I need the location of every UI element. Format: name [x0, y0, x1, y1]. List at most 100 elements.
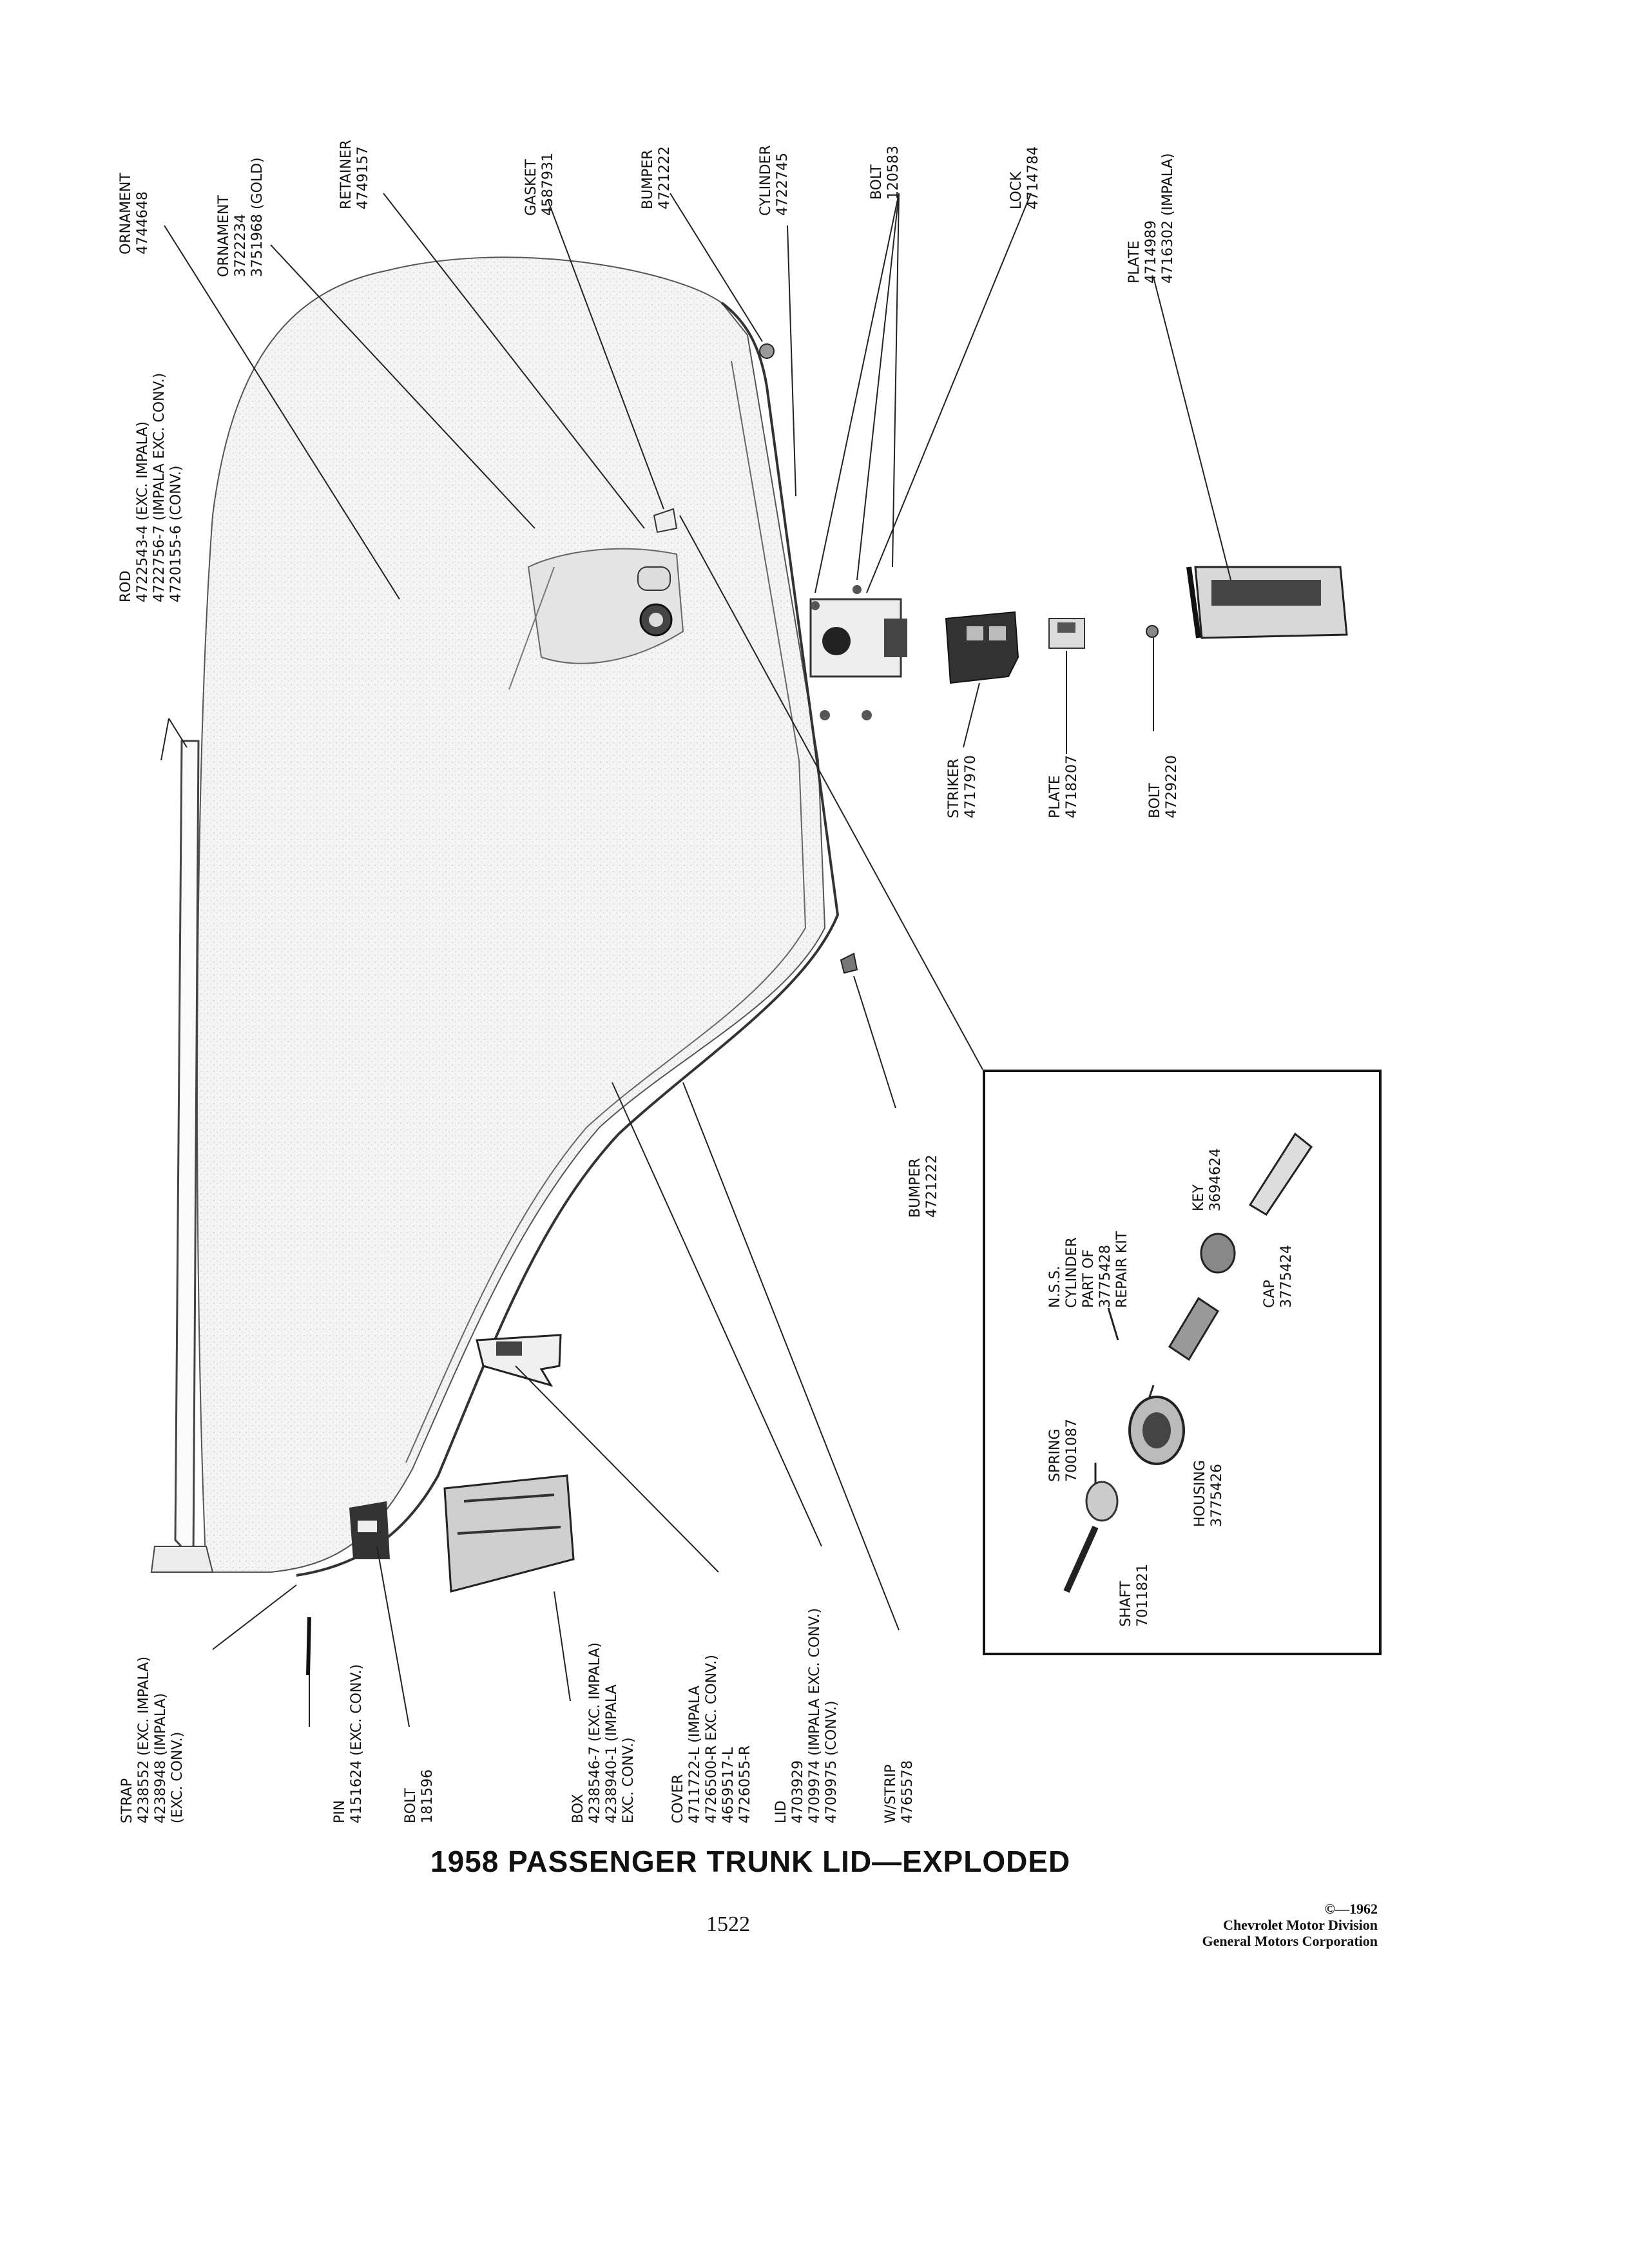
callout-line: PLATE — [1047, 775, 1063, 818]
callout-strap: STRAP 4238552 (EXC. IMPALA) 4238948 (IMP… — [119, 1657, 186, 1823]
bumper-top-part — [759, 343, 775, 359]
callout-line: 4714784 — [1025, 146, 1041, 209]
callout-line: 4717970 — [963, 755, 979, 818]
callout-line: 4238948 (IMPALA) — [153, 1693, 169, 1823]
callout-line: 7011821 — [1135, 1564, 1151, 1627]
callout-line: 3775426 — [1209, 1464, 1225, 1527]
callout-line: PART OF — [1081, 1249, 1097, 1308]
callout-line: 4749157 — [355, 146, 371, 209]
cover-part — [476, 1334, 562, 1387]
callout-line: BOX — [570, 1794, 586, 1823]
callout-line: 4744648 — [135, 191, 151, 255]
callout-key: KEY 3694624 — [1191, 1148, 1224, 1211]
callout-line: BUMPER — [640, 149, 656, 209]
callout-line: 4703929 — [790, 1760, 806, 1823]
callout-ornament-2: ORNAMENT 3722234 3751968 (GOLD) — [216, 157, 266, 277]
callout-line: 4714989 — [1143, 220, 1159, 284]
callout-retainer: RETAINER 4749157 — [338, 140, 372, 209]
plate-right-part — [1186, 566, 1348, 639]
callout-line: CAP — [1262, 1280, 1278, 1308]
callout-lid: LID 4703929 4709974 (IMPALA EXC. CONV.) … — [773, 1608, 840, 1823]
callout-line: SPRING — [1047, 1428, 1063, 1482]
callout-line: 181596 — [419, 1769, 436, 1823]
callout-gasket: GASKET 4587931 — [523, 153, 557, 216]
page-number: 1522 — [706, 1912, 750, 1936]
callout-line: GASKET — [523, 159, 539, 216]
leader-lines — [160, 193, 1231, 1727]
callout-line: BOLT — [869, 164, 885, 200]
callout-line: 4716302 (IMPALA) — [1160, 153, 1176, 284]
callout-line: SHAFT — [1118, 1581, 1134, 1627]
callout-line: 4238546-7 (EXC. IMPALA) — [587, 1642, 603, 1823]
callout-nss: N.S.S. CYLINDER PART OF 3775428 REPAIR K… — [1047, 1231, 1131, 1308]
callout-line: 4722756-7 (IMPALA EXC. CONV.) — [151, 372, 168, 602]
credit-line: Chevrolet Motor Division — [1223, 1917, 1378, 1933]
callout-line: 4238940-1 (IMPALA — [604, 1684, 620, 1823]
gasket-part — [653, 508, 678, 533]
callout-line: 4722745 — [775, 153, 791, 216]
callout-line: ORNAMENT — [216, 195, 232, 277]
callout-line: ROD — [118, 570, 134, 602]
callout-spring: SPRING 7001087 — [1047, 1419, 1081, 1482]
callout-line: STRAP — [119, 1778, 135, 1823]
callout-box: BOX 4238546-7 (EXC. IMPALA) 4238940-1 (I… — [570, 1642, 637, 1823]
bolt-bottom-part — [349, 1501, 390, 1559]
callout-housing: HOUSING 3775426 — [1192, 1460, 1226, 1527]
callout-line: 3775428 — [1097, 1245, 1113, 1308]
callout-rod: ROD 4722543-4 (EXC. IMPALA) 4722756-7 (I… — [118, 373, 185, 602]
callout-bolt-top: BOLT 120583 — [869, 146, 902, 200]
callout-bumper-mid: BUMPER 4721222 — [907, 1155, 941, 1218]
callout-line: (EXC. CONV.) — [169, 1731, 186, 1823]
credit-line: ©—1962 — [1324, 1901, 1378, 1917]
callout-line: 4659517-L — [720, 1747, 737, 1823]
callout-line: 7001087 — [1064, 1419, 1080, 1482]
plate-mid-part — [1048, 618, 1085, 649]
callout-line: 4709974 (IMPALA EXC. CONV.) — [807, 1608, 823, 1823]
callout-line: 4765578 — [900, 1760, 916, 1823]
page-title: 1958 PASSENGER TRUNK LID—EXPLODED — [430, 1845, 1071, 1878]
strap-part — [150, 740, 214, 1573]
callout-line: 4718207 — [1064, 755, 1080, 818]
striker-part — [945, 611, 1019, 684]
callout-line: 4729220 — [1164, 755, 1180, 818]
callout-line: 3751968 (GOLD) — [249, 157, 265, 277]
callout-lock: LOCK 4714784 — [1008, 146, 1042, 209]
callout-line: 4726055-R — [737, 1745, 753, 1823]
callout-line: 4709975 (CONV.) — [824, 1700, 840, 1823]
callout-line: 3722234 — [233, 214, 249, 277]
callout-line: 4711722-L (IMPALA — [687, 1686, 703, 1823]
callout-line: BOLT — [1147, 783, 1163, 818]
callout-line: CYLINDER — [758, 145, 774, 216]
callout-line: STRIKER — [946, 758, 962, 818]
callout-line: EXC. CONV.) — [621, 1737, 637, 1823]
callout-line: 4722543-4 (EXC. IMPALA) — [135, 421, 151, 602]
callout-line: 4726500-R EXC. CONV.) — [704, 1655, 720, 1823]
callout-line: RETAINER — [338, 139, 354, 209]
callout-bumper-top: BUMPER 4721222 — [640, 146, 673, 209]
bumper-mid-part — [840, 952, 858, 974]
callout-line: 4238552 (EXC. IMPALA) — [136, 1656, 152, 1823]
callout-line: 3694624 — [1208, 1148, 1224, 1211]
callout-line: HOUSING — [1192, 1460, 1208, 1527]
callout-line: 4721222 — [924, 1155, 940, 1218]
callout-line: LOCK — [1008, 171, 1025, 209]
callout-line: BUMPER — [907, 1158, 923, 1218]
callout-wstrip: W/STRIP 4765578 — [883, 1760, 916, 1823]
callout-line: COVER — [670, 1774, 686, 1823]
credit-line: General Motors Corporation — [1202, 1933, 1378, 1949]
callout-line: CYLINDER — [1064, 1237, 1080, 1308]
callout-line: 4721222 — [657, 146, 673, 209]
bolt-mid-part — [1146, 625, 1159, 638]
callout-line: 4720155-6 (CONV.) — [168, 465, 184, 602]
callout-cap: CAP 3775424 — [1262, 1245, 1295, 1308]
callout-line: 4587931 — [540, 153, 556, 216]
callout-ornament-1: ORNAMENT 4744648 — [118, 173, 151, 255]
callout-line: LID — [773, 1800, 789, 1823]
callout-line: 4151624 (EXC. CONV.) — [349, 1664, 365, 1823]
callout-plate-right: PLATE 4714989 4716302 (IMPALA) — [1126, 153, 1177, 284]
callout-bolt-bottom: BOLT 181596 — [403, 1769, 436, 1823]
copyright-credit: ©—1962 Chevrolet Motor Division General … — [1202, 1901, 1378, 1949]
callout-bolt-mid: BOLT 4729220 — [1147, 755, 1181, 818]
